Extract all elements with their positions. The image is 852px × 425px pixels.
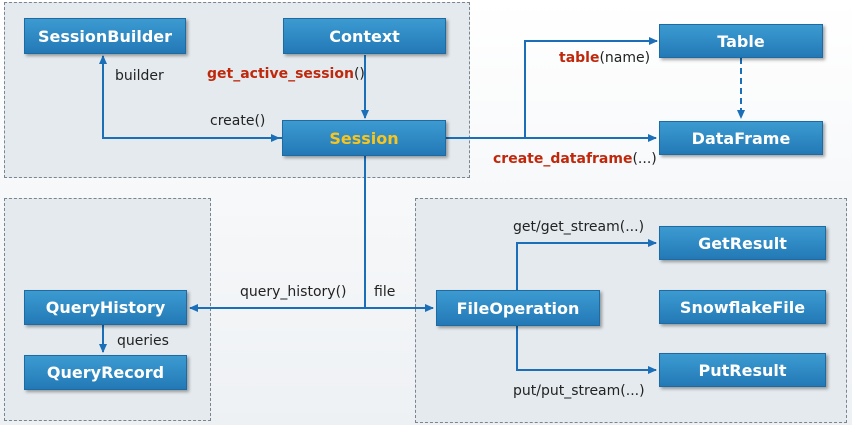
dataframe-node: DataFrame — [659, 121, 823, 155]
snowflake-file-node: SnowflakeFile — [659, 290, 826, 324]
session-builder-node: SessionBuilder — [24, 18, 186, 54]
create-dataframe-label: create_dataframe(...) — [493, 151, 657, 167]
queries-label: queries — [117, 333, 169, 349]
query-history-node: QueryHistory — [24, 290, 187, 325]
get-active-session-suffix: () — [353, 66, 365, 82]
get-result-node: GetResult — [659, 226, 826, 260]
builder-label: builder — [115, 68, 164, 84]
get-active-session-label: get_active_session() — [207, 66, 365, 82]
query-record-node: QueryRecord — [24, 355, 187, 390]
query-history-method-label: query_history() — [240, 284, 347, 300]
fileop-to-putresult-arrow — [516, 326, 657, 374]
fileop-to-getresult-arrow — [516, 239, 657, 290]
session-to-table-arrow — [524, 37, 658, 138]
table-node: Table — [659, 24, 823, 58]
create-dataframe-suffix: (...) — [632, 151, 657, 167]
table-method-label: table(name) — [559, 50, 650, 66]
file-label: file — [374, 284, 396, 300]
create-label: create() — [210, 113, 266, 129]
file-operation-node: FileOperation — [436, 290, 600, 326]
put-stream-label: put/put_stream(...) — [513, 383, 645, 399]
table-method: table — [559, 50, 600, 66]
context-node: Context — [283, 18, 446, 54]
session-node: Session — [282, 120, 446, 156]
put-result-node: PutResult — [659, 353, 826, 387]
create-dataframe-method: create_dataframe — [493, 151, 633, 167]
get-active-session-method: get_active_session — [207, 66, 354, 82]
table-method-suffix: (name) — [599, 50, 651, 66]
get-stream-label: get/get_stream(...) — [513, 219, 645, 235]
